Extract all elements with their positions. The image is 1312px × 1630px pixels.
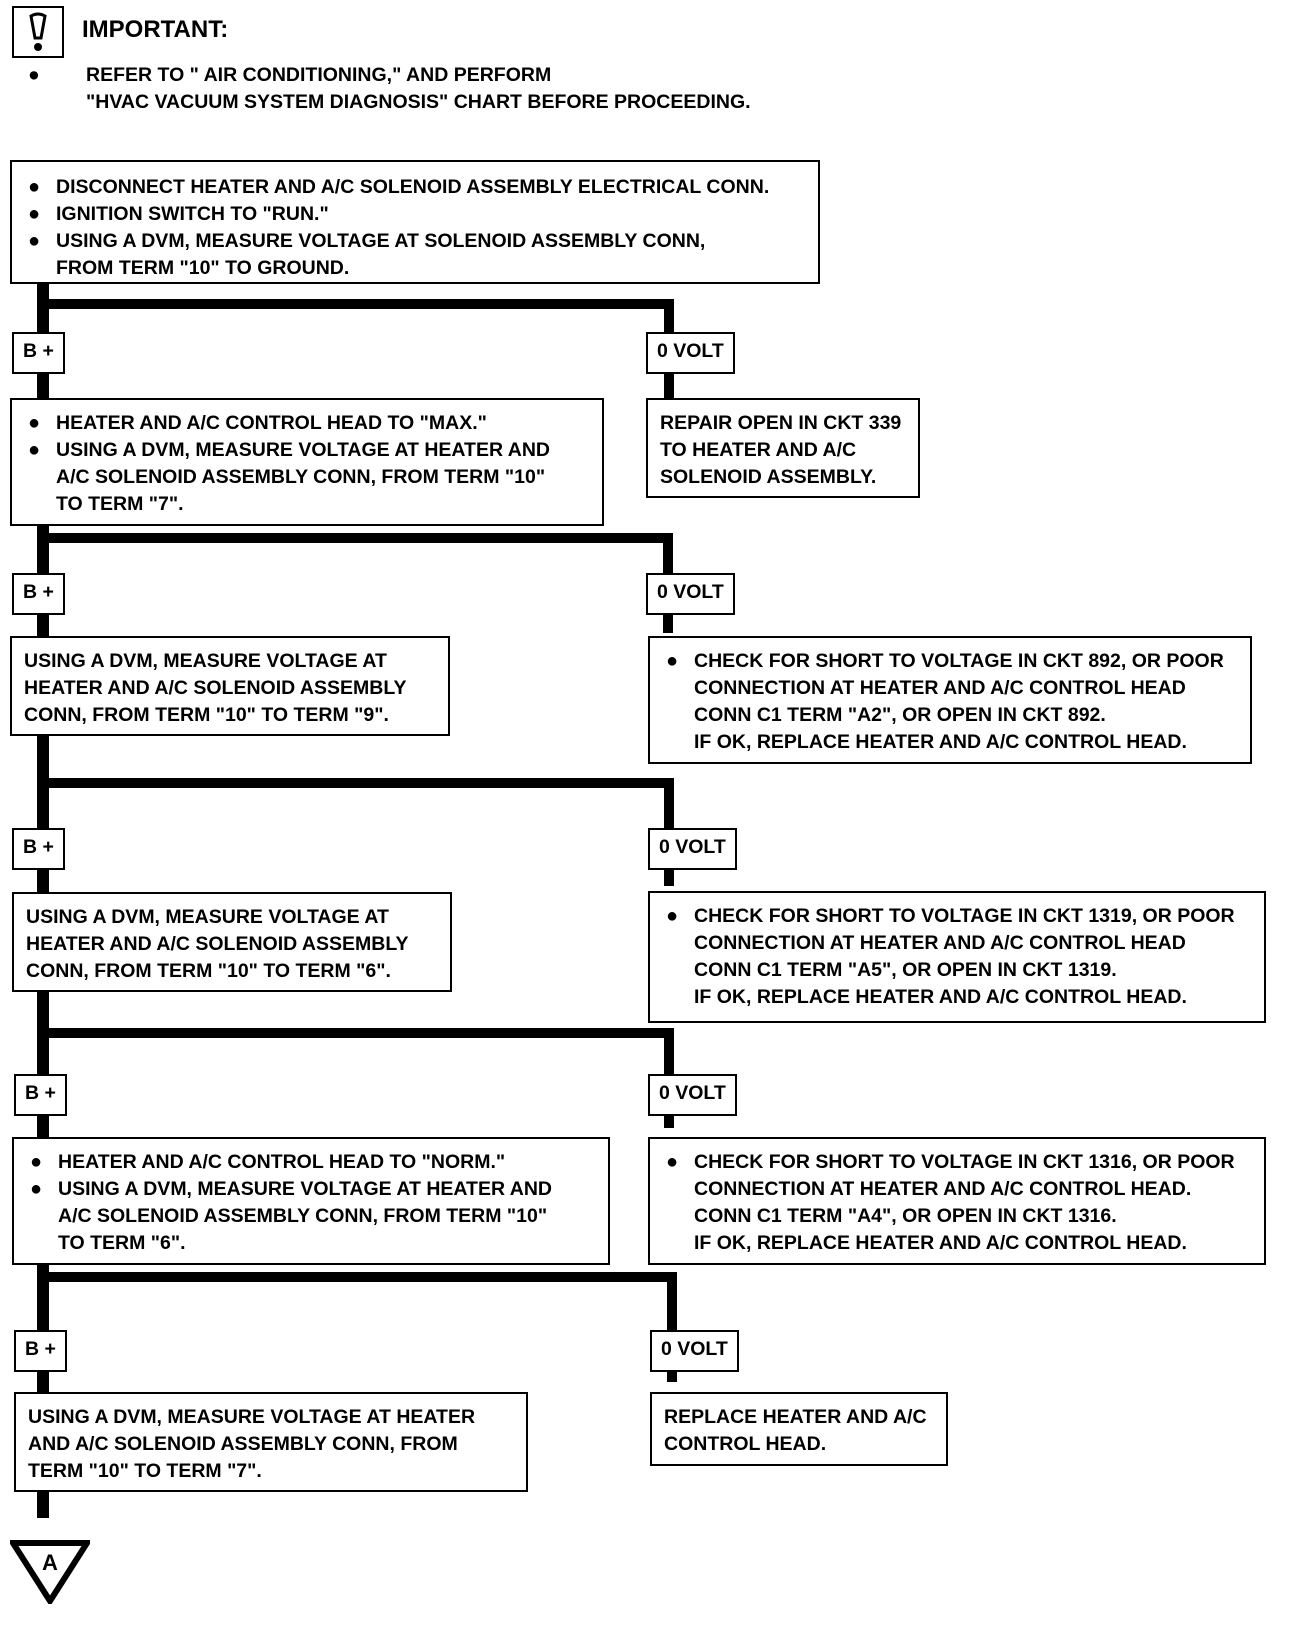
important-icon — [12, 6, 64, 58]
step-1-item-cont: FROM TERM "10" TO GROUND. — [56, 257, 350, 279]
connector-a-triangle: A — [7, 1540, 93, 1607]
step-5-box: ●HEATER AND A/C CONTROL HEAD TO "NORM." … — [12, 1137, 610, 1265]
branch-wire — [37, 533, 672, 543]
bullet-icon: ● — [28, 412, 41, 434]
step-4-line: HEATER AND A/C SOLENOID ASSEMBLY — [26, 933, 409, 955]
bullet-icon: ● — [28, 64, 40, 86]
important-title: IMPORTANT: — [82, 16, 229, 43]
b-plus-label: B + — [12, 332, 65, 374]
step-5-item: ●USING A DVM, MEASURE VOLTAGE AT HEATER … — [26, 1176, 598, 1203]
repair-line: REPAIR OPEN IN CKT 339 — [660, 412, 902, 434]
zero-volt-label: 0 VOLT — [646, 332, 735, 374]
bullet-icon: ● — [30, 1151, 43, 1173]
repair-line: SOLENOID ASSEMBLY. — [660, 466, 877, 488]
bullet-icon: ● — [666, 1151, 679, 1173]
repair-item-cont: IF OK, REPLACE HEATER AND A/C CONTROL HE… — [694, 1232, 1187, 1254]
zero-volt-label: 0 VOLT — [650, 1330, 739, 1372]
branch-wire — [37, 1272, 677, 1282]
important-note: ● REFER TO " AIR CONDITIONING," AND PERF… — [24, 62, 751, 116]
repair-item-cont: CONN C1 TERM "A5", OR OPEN IN CKT 1319. — [694, 959, 1117, 981]
step-6-box: USING A DVM, MEASURE VOLTAGE AT HEATER A… — [14, 1392, 528, 1492]
bullet-icon: ● — [28, 176, 41, 198]
step-4-line: CONN, FROM TERM "10" TO TERM "6". — [26, 960, 391, 982]
zero-volt-label: 0 VOLT — [646, 573, 735, 615]
repair-ckt-339-box: REPAIR OPEN IN CKT 339 TO HEATER AND A/C… — [646, 398, 920, 498]
repair-item-cont: CONNECTION AT HEATER AND A/C CONTROL HEA… — [694, 932, 1186, 954]
b-plus-label: B + — [12, 828, 65, 870]
branch-wire — [37, 778, 672, 788]
repair-item-cont: CONN C1 TERM "A2", OR OPEN IN CKT 892. — [694, 704, 1106, 726]
bullet-icon: ● — [28, 439, 41, 461]
step-6-line: USING A DVM, MEASURE VOLTAGE AT HEATER — [28, 1406, 476, 1428]
bullet-icon: ● — [28, 203, 41, 225]
repair-ckt-892-box: ●CHECK FOR SHORT TO VOLTAGE IN CKT 892, … — [648, 636, 1252, 764]
repair-line: CONTROL HEAD. — [664, 1433, 827, 1455]
bullet-icon: ● — [666, 650, 679, 672]
repair-item-cont: CONNECTION AT HEATER AND A/C CONTROL HEA… — [694, 677, 1186, 699]
b-plus-label: B + — [12, 573, 65, 615]
step-2-box: ●HEATER AND A/C CONTROL HEAD TO "MAX." ●… — [10, 398, 604, 526]
bullet-icon: ● — [30, 1178, 43, 1200]
b-plus-label: B + — [14, 1074, 67, 1116]
step-5-item-cont: A/C SOLENOID ASSEMBLY CONN, FROM TERM "1… — [58, 1205, 548, 1227]
zero-volt-label: 0 VOLT — [648, 828, 737, 870]
connector-letter: A — [42, 1550, 58, 1575]
repair-item-cont: IF OK, REPLACE HEATER AND A/C CONTROL HE… — [694, 986, 1187, 1008]
step-3-line: HEATER AND A/C SOLENOID ASSEMBLY — [24, 677, 407, 699]
step-4-box: USING A DVM, MEASURE VOLTAGE AT HEATER A… — [12, 892, 452, 992]
repair-line: REPLACE HEATER AND A/C — [664, 1406, 927, 1428]
step-5-item: ●HEATER AND A/C CONTROL HEAD TO "NORM." — [26, 1149, 598, 1176]
bullet-icon: ● — [666, 905, 679, 927]
step-6-line: TERM "10" TO TERM "7". — [28, 1460, 262, 1482]
repair-item: ●CHECK FOR SHORT TO VOLTAGE IN CKT 892, … — [662, 648, 1240, 675]
repair-item-cont: IF OK, REPLACE HEATER AND A/C CONTROL HE… — [694, 731, 1187, 753]
step-1-item: ●USING A DVM, MEASURE VOLTAGE AT SOLENOI… — [24, 228, 808, 255]
repair-item: ●CHECK FOR SHORT TO VOLTAGE IN CKT 1316,… — [662, 1149, 1254, 1176]
step-2-item-cont: A/C SOLENOID ASSEMBLY CONN, FROM TERM "1… — [56, 466, 546, 488]
step-1-item: ●IGNITION SWITCH TO "RUN." — [24, 201, 808, 228]
branch-wire — [667, 1272, 677, 1382]
repair-ckt-1316-box: ●CHECK FOR SHORT TO VOLTAGE IN CKT 1316,… — [648, 1137, 1266, 1265]
branch-wire — [37, 299, 672, 309]
repair-item: ●CHECK FOR SHORT TO VOLTAGE IN CKT 1319,… — [662, 903, 1254, 930]
step-2-item: ●USING A DVM, MEASURE VOLTAGE AT HEATER … — [24, 437, 592, 464]
step-4-line: USING A DVM, MEASURE VOLTAGE AT — [26, 906, 389, 928]
b-plus-label: B + — [14, 1330, 67, 1372]
bullet-icon: ● — [28, 230, 41, 252]
step-1-item: ●DISCONNECT HEATER AND A/C SOLENOID ASSE… — [24, 174, 808, 201]
repair-item-cont: CONN C1 TERM "A4", OR OPEN IN CKT 1316. — [694, 1205, 1117, 1227]
step-6-line: AND A/C SOLENOID ASSEMBLY CONN, FROM — [28, 1433, 458, 1455]
step-3-line: CONN, FROM TERM "10" TO TERM "9". — [24, 704, 389, 726]
branch-wire — [37, 1028, 674, 1038]
step-2-item-cont: TO TERM "7". — [56, 493, 184, 515]
step-1-box: ●DISCONNECT HEATER AND A/C SOLENOID ASSE… — [10, 160, 820, 284]
repair-item-cont: CONNECTION AT HEATER AND A/C CONTROL HEA… — [694, 1178, 1192, 1200]
step-2-item: ●HEATER AND A/C CONTROL HEAD TO "MAX." — [24, 410, 592, 437]
step-3-box: USING A DVM, MEASURE VOLTAGE AT HEATER A… — [10, 636, 450, 736]
important-line: REFER TO " AIR CONDITIONING," AND PERFOR… — [86, 64, 552, 86]
replace-control-head-box: REPLACE HEATER AND A/C CONTROL HEAD. — [650, 1392, 948, 1466]
repair-ckt-1319-box: ●CHECK FOR SHORT TO VOLTAGE IN CKT 1319,… — [648, 891, 1266, 1023]
zero-volt-label: 0 VOLT — [648, 1074, 737, 1116]
step-3-line: USING A DVM, MEASURE VOLTAGE AT — [24, 650, 387, 672]
step-5-item-cont: TO TERM "6". — [58, 1232, 186, 1254]
important-line: "HVAC VACUUM SYSTEM DIAGNOSIS" CHART BEF… — [86, 91, 751, 113]
repair-line: TO HEATER AND A/C — [660, 439, 857, 461]
